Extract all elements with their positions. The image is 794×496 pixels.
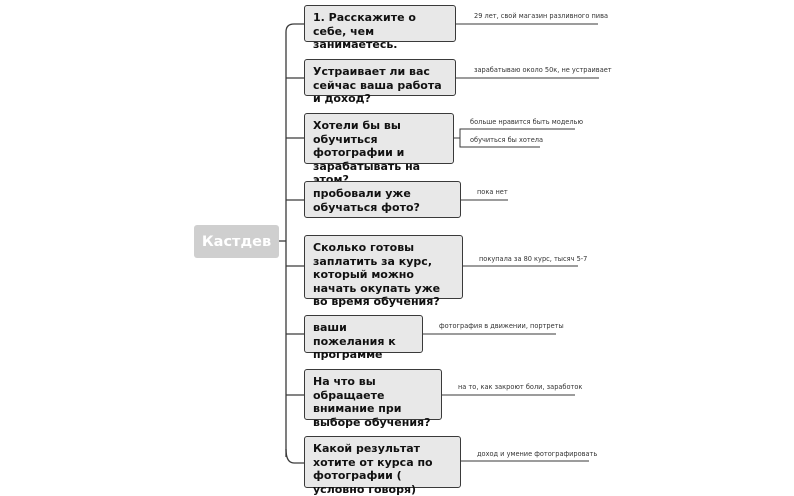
question-text: Какой результат хотите от курса по фотог… <box>313 442 433 496</box>
question-node-6[interactable]: ваши пожелания к программе <box>304 315 423 361</box>
question-text: пробовали уже обучаться фото? <box>313 187 420 214</box>
question-node-3[interactable]: Хотели бы вы обучиться фотографии и зара… <box>304 113 454 186</box>
question-text: ваши пожелания к программе <box>313 321 396 361</box>
question-node-1[interactable]: 1. Расскажите о себе, чем занимаетесь. <box>304 5 456 51</box>
answer-note[interactable]: больше нравится быть моделью <box>470 118 583 126</box>
question-node-4[interactable]: пробовали уже обучаться фото? <box>304 181 461 218</box>
question-node-8[interactable]: Какой результат хотите от курса по фотог… <box>304 436 461 496</box>
question-text: 1. Расскажите о себе, чем занимаетесь. <box>313 11 416 51</box>
answer-note[interactable]: на то, как закроют боли, заработок <box>458 383 583 391</box>
answer-note[interactable]: зарабатываю около 50к, не устраивает <box>474 66 612 74</box>
question-node-7[interactable]: На что вы обращаете внимание при выборе … <box>304 369 442 429</box>
answer-note[interactable]: пока нет <box>477 188 508 196</box>
answer-note[interactable]: покупала за 80 курс, тысяч 5-7 <box>479 255 588 263</box>
question-text: Устраивает ли вас сейчас ваша работа и д… <box>313 65 442 105</box>
question-node-2[interactable]: Устраивает ли вас сейчас ваша работа и д… <box>304 59 456 105</box>
question-text: На что вы обращаете внимание при выборе … <box>313 375 431 429</box>
question-node-5[interactable]: Сколько готовы заплатить за курс, которы… <box>304 235 463 308</box>
answer-note[interactable]: доход и умение фотографировать <box>477 450 598 458</box>
root-topic[interactable]: Кастдев <box>194 225 279 258</box>
question-text: Сколько готовы заплатить за курс, которы… <box>313 241 441 308</box>
answer-note[interactable]: фотография в движении, портреты <box>439 322 564 330</box>
answer-note[interactable]: 29 лет, свой магазин разливного пива <box>474 12 609 20</box>
answer-note[interactable]: обучиться бы хотела <box>470 136 544 144</box>
